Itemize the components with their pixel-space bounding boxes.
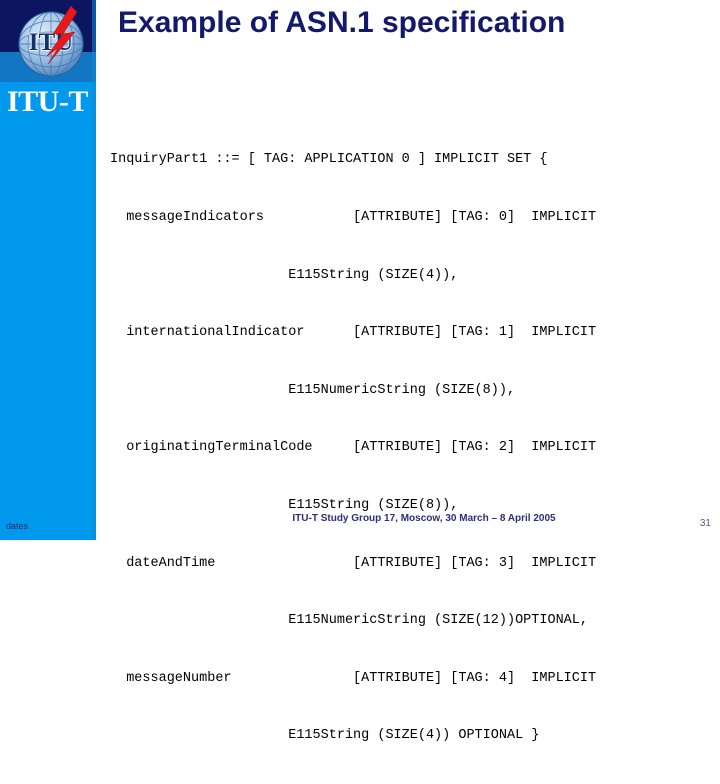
code-line: internationalIndicator [ATTRIBUTE] [TAG:… <box>110 325 597 341</box>
code-line: messageNumber [ATTRIBUTE] [TAG: 4] IMPLI… <box>110 670 597 686</box>
itu-globe-logo: ITU <box>11 4 91 86</box>
slide: ITU ITU-T Example of ASN.1 specification… <box>0 0 711 744</box>
code-line: E115String (SIZE(4)), <box>110 267 459 283</box>
code-line: E115String (SIZE(4)) OPTIONAL } <box>110 728 540 744</box>
code-line: dateAndTime [ATTRIBUTE] [TAG: 3] IMPLICI… <box>110 555 597 571</box>
footer-dates-placeholder: dates <box>6 521 29 531</box>
sidebar-edge-highlight <box>92 0 96 540</box>
code-line: messageIndicators [ATTRIBUTE] [TAG: 0] I… <box>110 210 597 225</box>
footer-conference-note: ITU-T Study Group 17, Moscow, 30 March –… <box>292 513 556 524</box>
code-line: E115NumericString (SIZE(12))OPTIONAL, <box>110 613 588 629</box>
page-title: Example of ASN.1 specification <box>118 6 566 39</box>
sidebar <box>0 0 96 540</box>
asn1-code-block: InquiryPart1 ::= [ TAG: APPLICATION 0 ] … <box>110 112 710 784</box>
code-line: E115String (SIZE(8)), <box>110 497 459 513</box>
code-line: InquiryPart1 ::= [ TAG: APPLICATION 0 ] … <box>110 152 548 168</box>
page-number: 31 <box>699 518 711 529</box>
itu-t-wordmark: ITU-T <box>7 85 88 118</box>
code-line: E115NumericString (SIZE(8)), <box>110 382 516 398</box>
code-line: originatingTerminalCode [ATTRIBUTE] [TAG… <box>110 440 597 456</box>
